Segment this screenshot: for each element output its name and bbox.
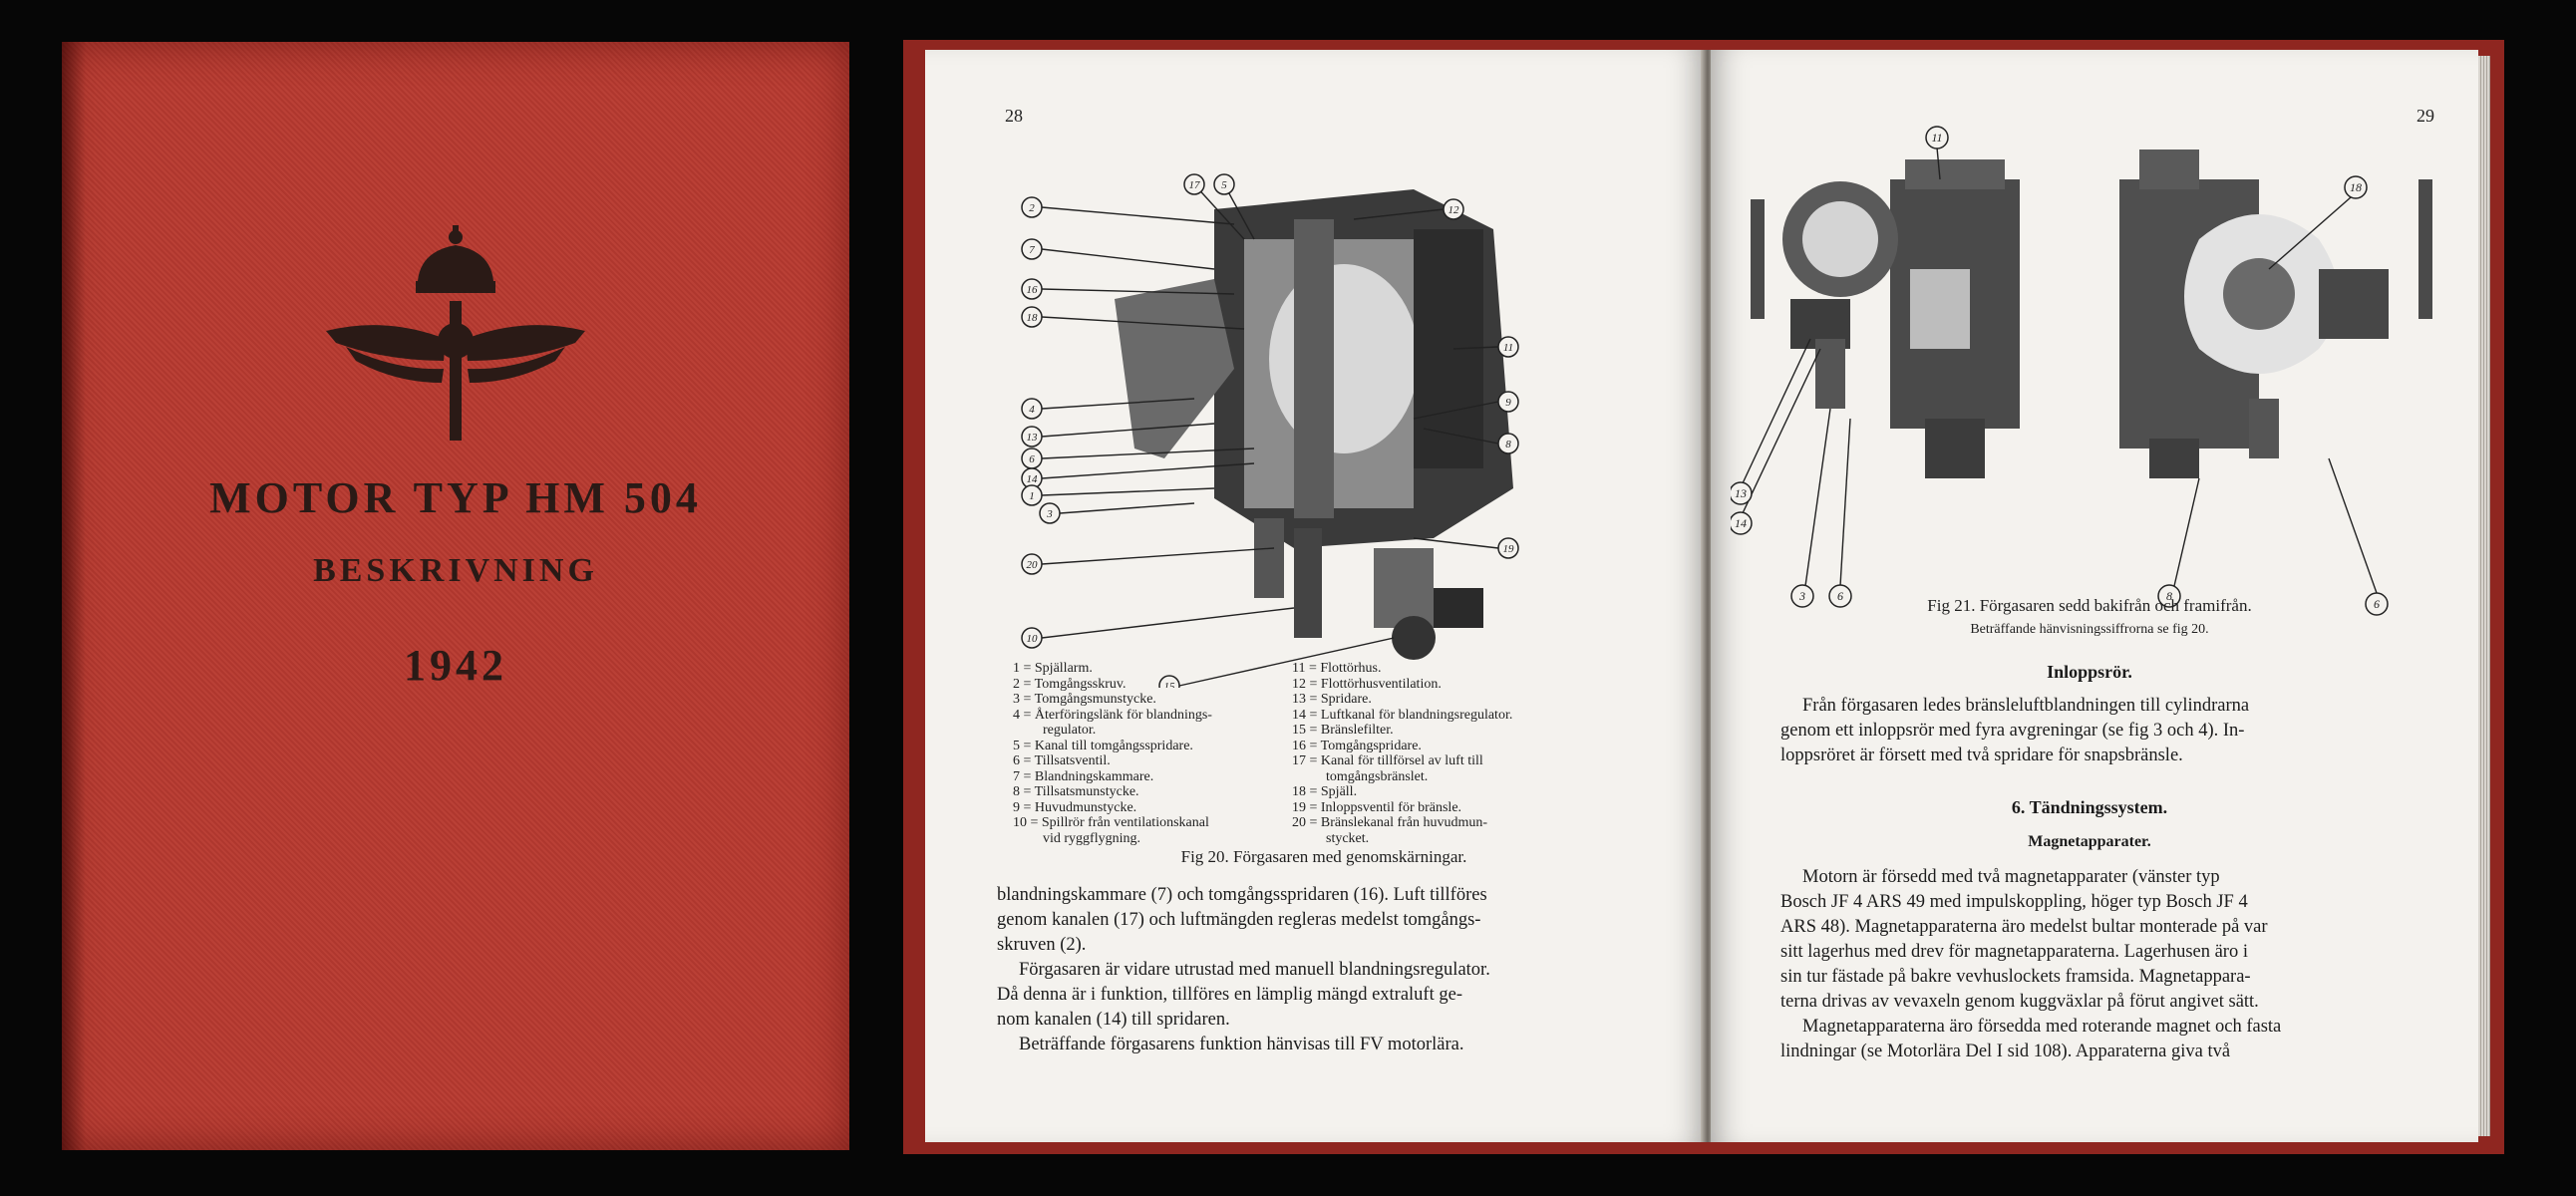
legend-entry: 19 = Inloppsventil för bränsle. — [1292, 799, 1462, 815]
legend-entry: 5 = Kanal till tomgångsspridare. — [1013, 738, 1193, 753]
callout-label: 11 — [1503, 342, 1513, 354]
page-number-left: 28 — [1005, 106, 1023, 126]
figure-20-caption: Fig 20. Förgasaren med genomskärningar. — [1180, 847, 1467, 866]
callout-label: 6 — [1029, 453, 1035, 465]
legend-entry: 12 = Flottörhusventilation. — [1292, 676, 1442, 692]
legend-entry: 16 = Tomgångspridare. — [1292, 738, 1422, 753]
callout-label: 10 — [1027, 633, 1039, 645]
callout-label: 3 — [1798, 589, 1805, 603]
cover-spine-shadow — [62, 42, 86, 1150]
legend-entry: regulator. — [1043, 723, 1097, 738]
text-line: sin tur fästade på bakre vevhuslockets f… — [1780, 967, 2251, 987]
carburetor-rear-view-photo — [1751, 159, 2020, 478]
callout-label: 3 — [1046, 508, 1053, 520]
section-heading-inloppsror: Inloppsrör. — [2047, 662, 2132, 682]
callout-label: 16 — [1027, 284, 1039, 296]
inloppsror-paragraph: Från förgasaren ledes bränsleluftblandni… — [1780, 694, 2413, 768]
legend-entry: 1 = Spjällarm. — [1013, 661, 1093, 676]
text-line: terna drivas av vevaxeln genom kuggväxla… — [1780, 992, 2259, 1012]
figure-21-caption: Fig 21. Förgasaren sedd bakifrån och fra… — [1927, 596, 2252, 615]
text-line: lindningar (se Motorlära Del I sid 108).… — [1780, 1042, 2231, 1061]
magnetapparater-paragraph: Motorn är försedd med två magnetapparate… — [1780, 865, 2413, 1064]
text-line: Beträffande förgasarens funktion hänvisa… — [1019, 1035, 1464, 1054]
page-edges — [2478, 56, 2490, 1136]
callout-label: 1 — [1029, 490, 1035, 502]
callout-label: 6 — [2374, 597, 2380, 611]
open-book: 28 — [903, 40, 2504, 1154]
text-line: genom kanalen (17) och luftmängden regle… — [997, 910, 1481, 930]
section-heading-magnetapparater: Magnetapparater. — [2028, 833, 2151, 850]
legend-entry: 11 = Flottörhus. — [1292, 661, 1382, 676]
text-line: Magnetapparaterna äro försedda med roter… — [1802, 1017, 2282, 1037]
text-line: Motorn är försedd med två magnetapparate… — [1802, 867, 2220, 887]
callout-label: 13 — [1735, 486, 1747, 500]
legend-entry: 6 = Tillsatsventil. — [1013, 753, 1111, 768]
callout-label: 15 — [1164, 681, 1176, 688]
callout-label: 19 — [1503, 543, 1515, 555]
callout-label: 6 — [1837, 589, 1843, 603]
legend-entry: 17 = Kanal för tillförsel av luft till — [1292, 753, 1483, 768]
left-page: 28 — [925, 50, 1705, 1142]
legend-entry: 9 = Huvudmunstycke. — [1013, 799, 1137, 815]
legend-entry: 18 = Spjäll. — [1292, 784, 1358, 799]
callout-label: 7 — [1029, 244, 1035, 256]
text-line: blandningskammare (7) och tomgångssprida… — [997, 885, 1487, 905]
text-line: genom ett inloppsrör med fyra avgreninga… — [1780, 721, 2245, 741]
legend-entry: 14 = Luftkanal för blandningsregulator. — [1292, 707, 1513, 723]
carburetor-front-view-photo — [2119, 150, 2432, 478]
text-line: skruven (2). — [997, 935, 1087, 955]
callout-label: 8 — [2166, 589, 2172, 603]
callout-label: 8 — [1505, 439, 1511, 450]
callout-label: 11 — [1931, 131, 1942, 145]
callout-label: 20 — [1027, 559, 1039, 571]
carburetor-photographs: 11 18 13 14 3 6 8 6 — [1731, 126, 2432, 616]
text-line: sitt lagerhus med drev för magnetapparat… — [1780, 942, 2248, 962]
callout-label: 2 — [1029, 202, 1035, 214]
callout-label: 13 — [1027, 432, 1039, 444]
cover-subtitle: BESKRIVNING — [313, 552, 598, 589]
legend-entry: 4 = Återföringslänk för blandnings- — [1013, 707, 1212, 723]
carburetor-cutaway-illustration: 2 17 5 12 7 16 18 11 9 8 4 13 6 14 1 3 1… — [1021, 173, 1519, 688]
text-line: ARS 48). Magnetapparaterna äro medelst b… — [1780, 917, 2268, 937]
cover-title: MOTOR TYP HM 504 — [209, 473, 702, 522]
callout-label: 17 — [1189, 179, 1201, 191]
legend-entry: stycket. — [1326, 830, 1370, 846]
callout-label: 4 — [1029, 404, 1035, 416]
figure-21-subcaption: Beträffande hänvisningssiffrorna se fig … — [1970, 622, 2209, 637]
section-heading-tandningssystem: 6. Tändningssystem. — [2011, 797, 2168, 817]
legend-entry: 10 = Spillrör från ventilationskanal — [1013, 815, 1209, 830]
legend-entry: tomgångsbränslet. — [1326, 768, 1429, 784]
right-page: 29 — [1711, 50, 2478, 1142]
cover-year: 1942 — [404, 641, 507, 690]
text-line: Förgasaren är vidare utrustad med manuel… — [1019, 960, 1490, 980]
text-line: Från förgasaren ledes bränsleluftblandni… — [1802, 696, 2250, 716]
legend-entry: 2 = Tomgångsskruv. — [1013, 676, 1127, 692]
callout-label: 18 — [2350, 180, 2362, 194]
legend-entry: 20 = Bränslekanal från huvudmun- — [1292, 815, 1488, 830]
text-line: Bosch JF 4 ARS 49 med impulskoppling, hö… — [1780, 892, 2248, 912]
callout-label: 14 — [1735, 516, 1747, 530]
air-force-emblem-icon — [326, 225, 585, 441]
page-number-right: 29 — [2416, 106, 2434, 126]
legend-entry: 7 = Blandningskammare. — [1013, 768, 1154, 784]
legend-entry: vid ryggflygning. — [1043, 830, 1140, 846]
legend-entry: 15 = Bränslefilter. — [1292, 723, 1394, 738]
callout-label: 5 — [1221, 179, 1227, 191]
text-line: nom kanalen (14) till spridaren. — [997, 1010, 1230, 1030]
text-line: loppsröret är försett med två spridare f… — [1780, 746, 2183, 765]
legend-entry: 3 = Tomgångsmunstycke. — [1013, 692, 1156, 707]
legend-entry: 13 = Spridare. — [1292, 692, 1372, 707]
callout-label: 14 — [1027, 473, 1039, 485]
callout-label: 9 — [1505, 397, 1511, 409]
figure-legend-right: 11 = Flottörhus. 12 = Flottörhusventilat… — [1292, 661, 1581, 846]
book-cover: MOTOR TYP HM 504 BESKRIVNING 1942 — [62, 42, 849, 1150]
legend-entry: 8 = Tillsatsmunstycke. — [1013, 784, 1139, 799]
callout-label: 18 — [1027, 312, 1039, 324]
carburetor-body-drawing — [1115, 189, 1513, 660]
callout-label: 12 — [1449, 204, 1460, 216]
left-body-text: blandningskammare (7) och tomgångssprida… — [997, 883, 1645, 1057]
figure-legend-left: 1 = Spjällarm. 2 = Tomgångsskruv. 3 = To… — [1013, 661, 1282, 846]
text-line: Då denna är i funktion, tillföres en läm… — [997, 985, 1462, 1005]
